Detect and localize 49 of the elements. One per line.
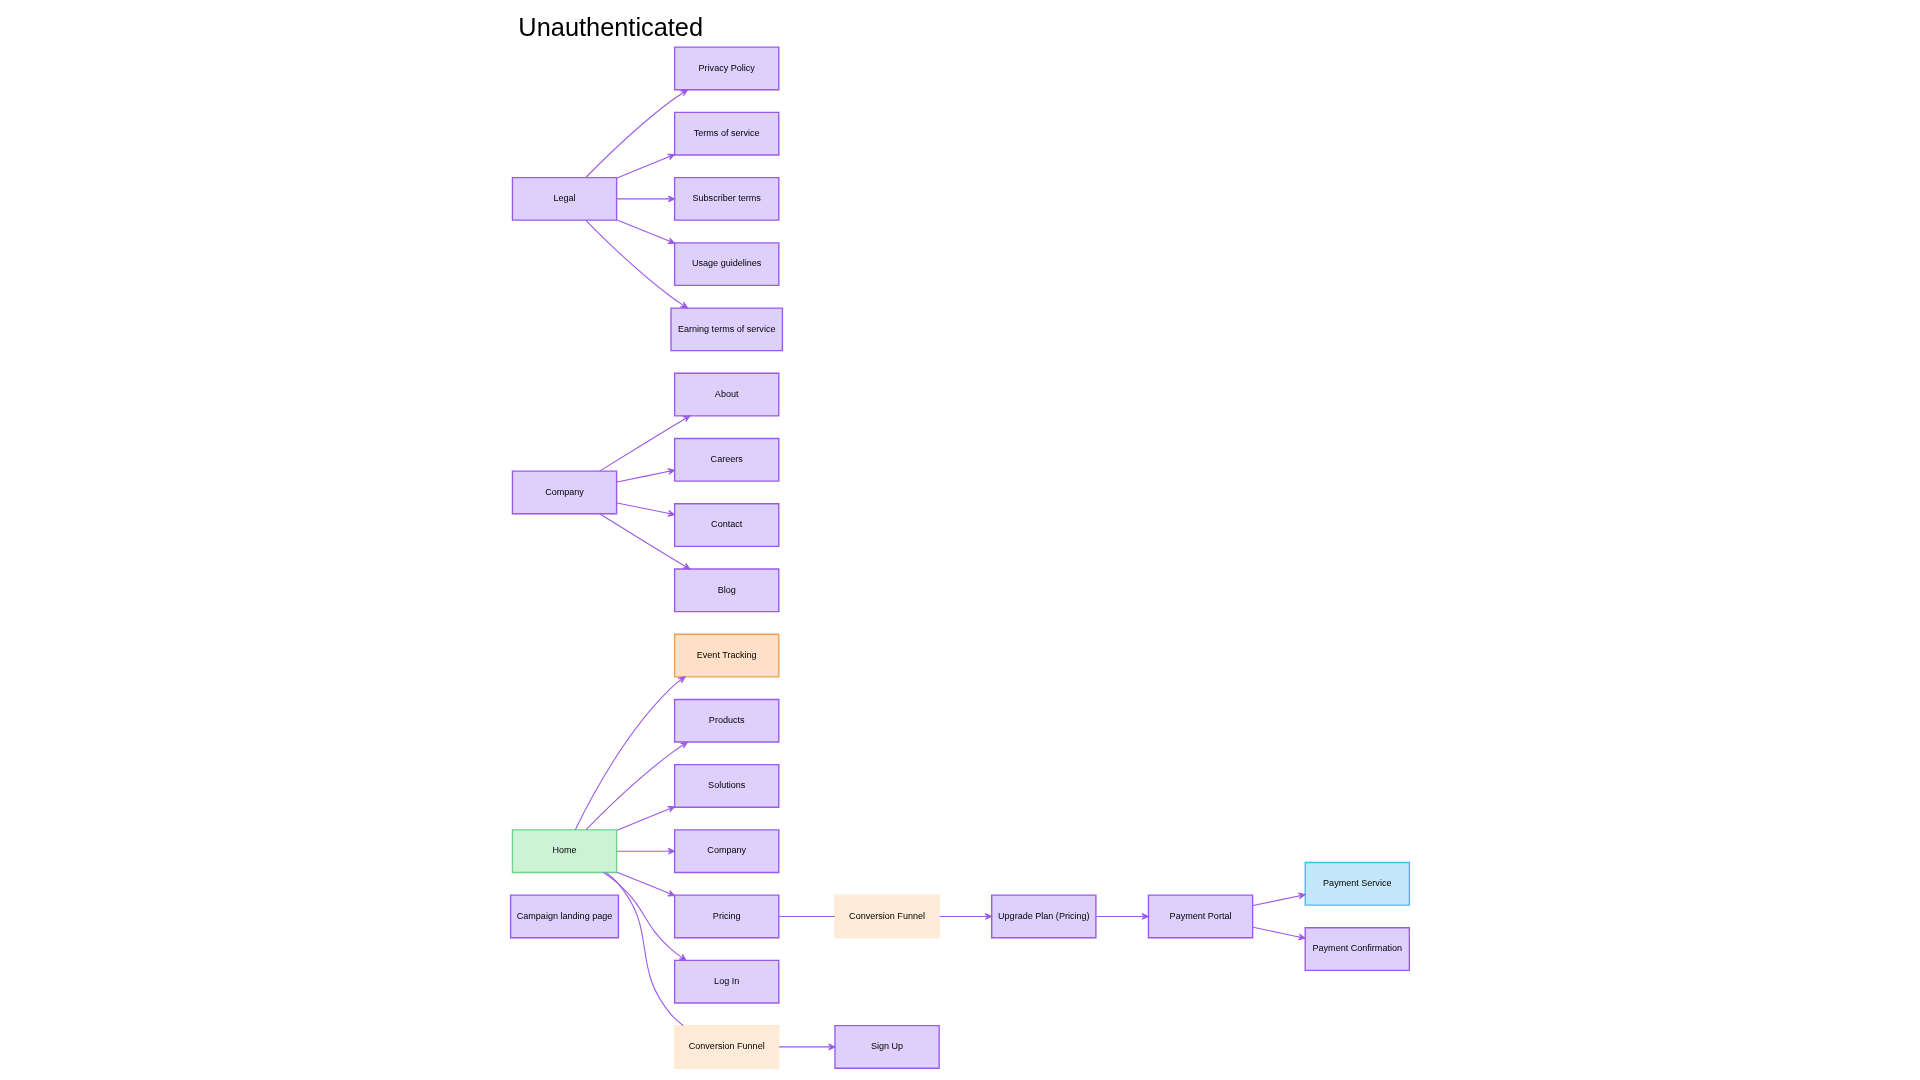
node-box: Contact [673,503,780,547]
node-box: Campaign landing page [509,894,620,939]
node-box: Company [511,470,618,515]
arrow [616,806,676,831]
arrow [939,913,993,920]
arrow [603,871,687,961]
arrow [1095,913,1149,920]
node-box: Company [673,829,780,874]
connector [605,872,684,1027]
node-box: Usage guidelines [673,242,780,287]
arrow [616,195,676,203]
arrow [616,871,676,897]
connector [778,915,836,917]
node-box: Privacy Policy [673,46,780,91]
arrow [599,513,691,570]
arrow [616,847,676,855]
node-box: Terms of service [673,111,780,156]
arrow [599,415,691,472]
node-box: Legal [511,176,618,221]
node-box: Careers [673,437,780,482]
node-box: Blog [673,568,780,613]
arrow [778,1043,836,1051]
node-box: Conversion Funnel [673,1024,780,1069]
arrow [1252,926,1306,941]
arrow [585,220,688,309]
node-box: Log In [673,959,780,1004]
node-box: Solutions [673,764,780,808]
node-box: Home [511,829,618,874]
node-box: Subscriber terms [673,176,780,221]
node-box: Event Tracking [673,633,780,678]
arrow [1252,892,1306,907]
arrow [616,468,676,483]
diagram-title: Unauthenticated [518,12,704,41]
node-box: Payment Service [1304,861,1411,906]
node-box: Products [673,698,780,743]
node-box: Earning terms of service [670,307,784,352]
arrow [574,676,686,831]
arrow [616,153,676,179]
arrow [616,502,676,517]
node-box: Payment Portal [1147,894,1254,939]
node-box: Sign Up [834,1024,940,1069]
node-box: Upgrade Plan (Pricing) [991,894,1097,939]
node-box: Pricing [673,894,780,939]
node-box: Conversion Funnel [834,894,940,939]
node-box: Payment Confirmation [1304,927,1411,972]
node-box: About [673,372,780,417]
arrow [585,741,688,831]
arrow [616,219,676,245]
arrow [585,89,688,178]
